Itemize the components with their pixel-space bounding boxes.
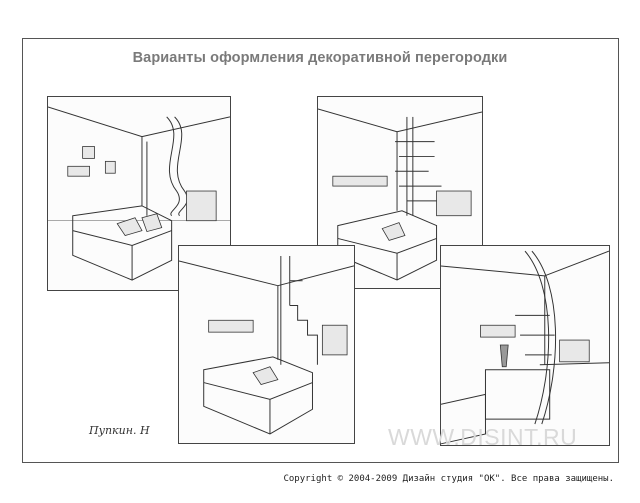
sketch-drawing	[318, 108, 482, 281]
sketch-arched-partition	[440, 245, 610, 446]
sketch-stepped-partition	[178, 245, 355, 444]
site-watermark: WWW.DISINT.RU	[388, 424, 578, 450]
sketch-curved-partition	[47, 96, 231, 291]
sketch-drawing	[179, 256, 354, 435]
sketch-drawing	[48, 106, 230, 281]
artist-signature: Пупкин. Н	[89, 424, 150, 437]
copyright-notice: Copyright © 2004-2009 Дизайн студия "OK"…	[283, 474, 614, 484]
sketch-drawing	[441, 250, 609, 445]
page-title: Варианты оформления декоративной перегор…	[132, 50, 508, 66]
